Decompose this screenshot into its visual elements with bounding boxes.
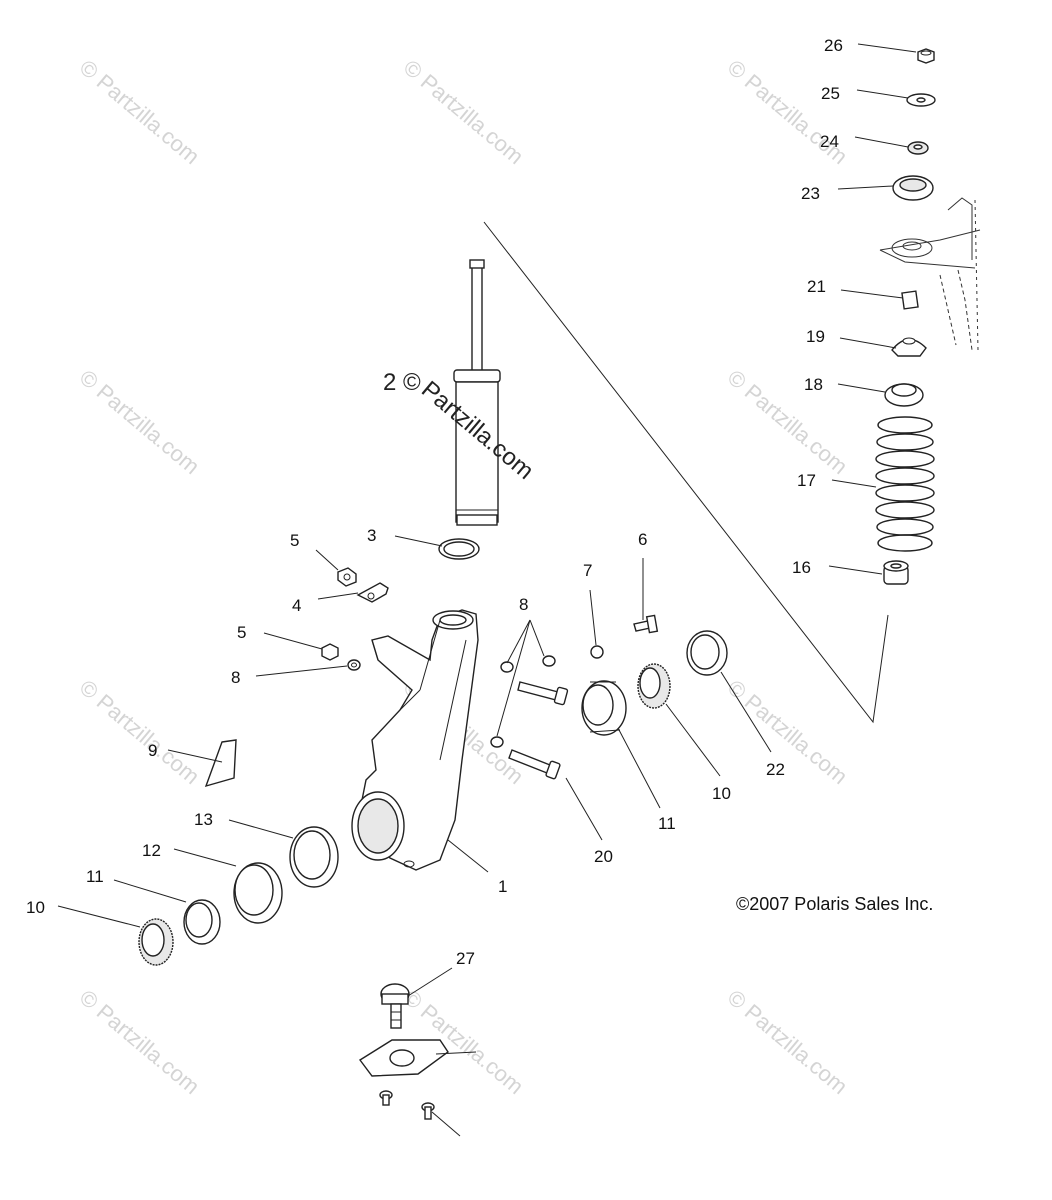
washer-3	[438, 538, 480, 560]
watermarks: © Partzilla.com © Partzilla.com © Partzi…	[75, 55, 853, 1099]
frame-sketch	[879, 197, 981, 351]
callout-2-prefix: 2 ©	[383, 369, 421, 396]
watermark: © Partzilla.com	[723, 675, 853, 789]
steering-knuckle	[351, 609, 479, 871]
callout-3: 3	[367, 526, 376, 545]
race-11-left	[183, 899, 221, 945]
watermark: © Partzilla.com	[75, 55, 205, 169]
callout-4: 4	[292, 596, 301, 615]
assembly-lines	[483, 221, 889, 724]
callout-14: 16	[792, 558, 811, 577]
callout-labels: 26 25 24 23 21 19 18 17 16 3 5 4 5 8 6 7…	[26, 36, 843, 968]
seat-16	[884, 383, 924, 407]
spring-15	[875, 416, 935, 552]
nut-5-lower	[321, 643, 339, 661]
washer-23	[906, 93, 936, 107]
callout-8-left: 8	[231, 668, 240, 687]
callout-19: 21	[807, 277, 826, 296]
bearing-10-left	[138, 918, 174, 966]
cup-17	[891, 337, 927, 357]
watermark: © Partzilla.com	[723, 365, 853, 479]
callout-18: 20	[594, 847, 613, 866]
shock-absorber	[453, 259, 501, 526]
ball-joint-25	[380, 983, 410, 1029]
callout-1: 1	[498, 877, 507, 896]
callout-15: 17	[797, 471, 816, 490]
callout-16: 18	[804, 375, 823, 394]
bushing-21	[892, 175, 934, 201]
callout-23: 25	[821, 84, 840, 103]
bracket-4	[356, 582, 389, 603]
callout-12: 12	[142, 841, 161, 860]
callout-5-top: 5	[290, 531, 299, 550]
watermark: © Partzilla.com	[723, 985, 853, 1099]
watermark: © Partzilla.com	[75, 365, 205, 479]
callout-10-left: 10	[26, 898, 45, 917]
nut-5-top	[337, 567, 357, 587]
watermark: © Partzilla.com	[399, 55, 529, 169]
callout-13: 13	[194, 810, 213, 829]
callout-22: 24	[820, 132, 839, 151]
washers-8-center	[490, 655, 556, 748]
callout-9: 9	[148, 741, 157, 760]
seal-13	[289, 826, 339, 888]
washer-22	[907, 141, 929, 155]
washer-7	[590, 645, 604, 659]
watermark: © Partzilla.com	[75, 985, 205, 1099]
callout-10-right: 10	[712, 784, 731, 803]
watermark: © Partzilla.com	[723, 55, 853, 169]
callout-25: 27	[456, 949, 475, 968]
bolt-18	[508, 749, 561, 780]
nut-24	[917, 48, 935, 64]
wedge-9	[204, 739, 237, 788]
leader-lines	[57, 43, 917, 1137]
bolt-6	[633, 614, 659, 634]
race-11-right	[581, 680, 627, 736]
copyright-text: ©2007 Polaris Sales Inc.	[736, 894, 933, 914]
plate-26	[358, 1039, 449, 1077]
bearing-10-right	[637, 663, 671, 709]
callout-7: 7	[583, 561, 592, 580]
watermark: © Partzilla.com	[75, 675, 205, 789]
spacer-19	[901, 290, 919, 310]
callout-8-center: 8	[519, 595, 528, 614]
callout-24: 26	[824, 36, 843, 55]
bolt-upper	[517, 681, 569, 706]
screws-27	[379, 1090, 435, 1120]
callout-5-lower: 5	[237, 623, 246, 642]
callout-6: 6	[638, 530, 647, 549]
callout-20: 22	[766, 760, 785, 779]
washer-8-left	[347, 659, 361, 671]
ring-12	[233, 862, 283, 924]
callout-11-left: 11	[86, 867, 104, 886]
bump-stop-14	[883, 560, 909, 585]
callout-17: 19	[806, 327, 825, 346]
callout-21: 23	[801, 184, 820, 203]
seal-20	[686, 630, 728, 676]
callout-11-right: 11	[658, 814, 676, 833]
